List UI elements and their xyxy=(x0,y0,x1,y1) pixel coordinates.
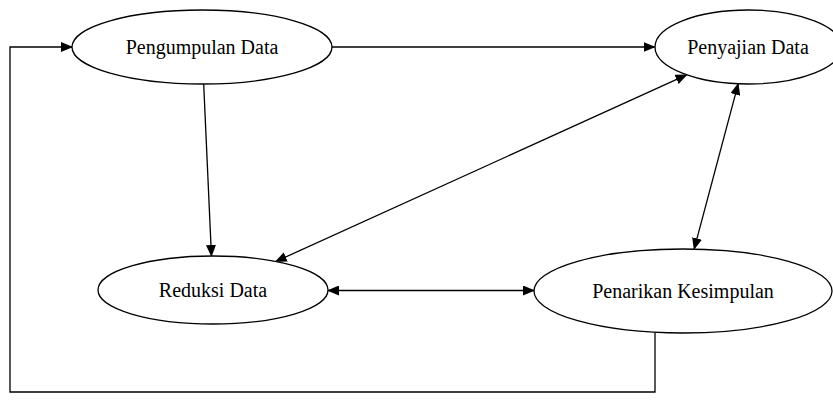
ellipse-border xyxy=(98,256,328,324)
ellipse-border xyxy=(655,10,833,84)
process-ellipse: Penarikan Kesimpulan xyxy=(533,248,833,334)
flow-arrow xyxy=(10,47,655,392)
flow-arrow xyxy=(328,290,534,291)
node-label: Pengumpulan Data xyxy=(126,35,279,59)
node-label: Penyajian Data xyxy=(687,35,809,59)
process-ellipse: Pengumpulan Data xyxy=(71,9,333,85)
ellipse-border xyxy=(534,249,832,333)
flow-arrow xyxy=(204,84,212,256)
node-label: Penarikan Kesimpulan xyxy=(592,279,774,303)
process-ellipse: Penyajian Data xyxy=(654,9,833,85)
ellipse-border xyxy=(72,10,332,84)
flow-arrow xyxy=(332,46,655,47)
flow-arrow xyxy=(694,84,738,249)
process-ellipse: Reduksi Data xyxy=(97,255,329,325)
node-label: Reduksi Data xyxy=(159,278,267,302)
flow-arrow xyxy=(276,75,687,262)
